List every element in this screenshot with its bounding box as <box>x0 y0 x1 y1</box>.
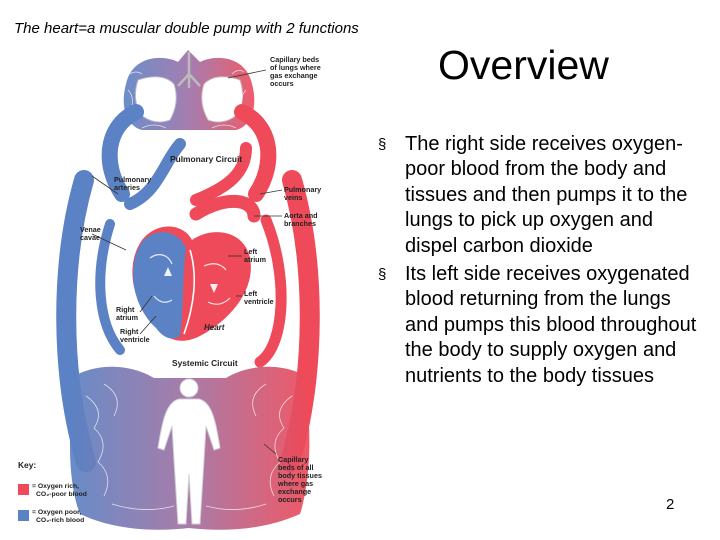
svg-text:Right atrium: Right atrium <box>116 305 138 322</box>
label-left-atrium-1: Left <box>244 247 258 256</box>
label-capillary-lungs-4: occurs <box>270 79 294 88</box>
bullet-list: § The right side receives oxygen-poor bl… <box>378 132 708 392</box>
human-figure <box>157 378 221 525</box>
label-right-ventricle-2: ventricle <box>120 335 150 344</box>
label-pulmonary-arteries-1: Pulmonary <box>114 175 151 184</box>
key-title: Key: <box>18 460 36 470</box>
circulation-diagram: Capillary beds of lungs where gas exchan… <box>18 50 324 530</box>
label-left-ventricle-1: Left <box>244 289 258 298</box>
label-capillary-body-5: exchange <box>278 487 311 496</box>
label-right-atrium-1: Right <box>116 305 135 314</box>
bullet-text: The right side receives oxygen-poor bloo… <box>405 133 688 257</box>
label-capillary-lungs-2: of lungs where <box>270 63 321 72</box>
svg-text:Capillary beds of lungs wh: Capillary beds of lungs where gas exchan… <box>270 55 323 88</box>
svg-text:Aorta and branches: Aorta and branches <box>284 211 320 228</box>
bullet-marker: § <box>378 266 387 284</box>
heart <box>132 226 251 341</box>
label-venae-cavae-1: Venae <box>80 225 101 234</box>
slide-title: Overview <box>438 42 609 88</box>
lung-capillary-bed <box>123 50 255 130</box>
key-swatch-oxygen-rich <box>18 484 29 495</box>
svg-text:Pulmonary veins: Pulmonary veins <box>284 185 323 202</box>
label-venae-cavae-2: cavae <box>80 233 100 242</box>
slide-header-title: The heart=a muscular double pump with 2 … <box>14 20 359 37</box>
label-capillary-lungs-3: gas exchange <box>270 71 318 80</box>
svg-text:Capillary beds of all: Capillary beds of all body tissues where… <box>277 455 324 504</box>
label-aorta-1: Aorta and <box>284 211 318 220</box>
label-leaders <box>91 69 283 455</box>
svg-text:Left atrium: Left atrium <box>244 247 266 264</box>
label-capillary-body-6: occurs <box>278 495 302 504</box>
svg-text:Venae cavae: Venae cavae <box>80 225 103 242</box>
label-left-ventricle-2: ventricle <box>244 297 274 306</box>
label-systemic-circuit: Systemic Circuit <box>172 358 238 368</box>
label-left-atrium-2: atrium <box>244 255 266 264</box>
key-oxygen-poor-line-1: = Oxygen poor, <box>32 509 81 516</box>
key-oxygen-rich-line-2: CO₂-poor blood <box>36 491 87 498</box>
svg-text:= Oxygen poor, CO₂-rich: = Oxygen poor, CO₂-rich blood <box>32 509 84 524</box>
svg-text:Left ventricle: Left ventricle <box>244 289 274 306</box>
svg-text:Right ventricle: Right ventricle <box>120 327 150 344</box>
label-capillary-body-2: beds of all <box>278 463 314 472</box>
bullet-marker: § <box>378 136 387 153</box>
key-oxygen-rich-line-1: = Oxygen rich, <box>32 483 79 490</box>
svg-text:= Oxygen rich, CO₂-poor: = Oxygen rich, CO₂-poor blood <box>32 483 87 498</box>
label-capillary-lungs-1: Capillary beds <box>270 55 319 64</box>
diagram-key: Key: = Oxygen rich, CO₂-poor blood = Oxy… <box>18 460 87 524</box>
label-capillary-body-3: body tissues <box>278 471 322 480</box>
pulmonary-vessels <box>101 104 277 210</box>
label-pulmonary-veins-2: veins <box>284 193 302 202</box>
label-heart: Heart <box>204 323 225 332</box>
label-right-ventricle-1: Right <box>120 327 139 336</box>
bullet-item: § Its left side receives oxygenated bloo… <box>378 262 708 389</box>
key-oxygen-poor-line-2: CO₂-rich blood <box>36 517 84 524</box>
label-pulmonary-circuit: Pulmonary Circuit <box>170 154 242 164</box>
label-pulmonary-arteries-2: arteries <box>114 183 140 192</box>
label-aorta-2: branches <box>284 219 316 228</box>
key-swatch-oxygen-poor <box>18 510 29 521</box>
label-capillary-body-1: Capillary <box>278 455 308 464</box>
page-number: 2 <box>666 496 675 513</box>
label-right-atrium-2: atrium <box>116 313 138 322</box>
bullet-item: § The right side receives oxygen-poor bl… <box>378 132 708 259</box>
svg-text:Pulmonary arteries: Pulmonary arteries <box>114 175 153 192</box>
label-capillary-body-4: where gas <box>277 479 313 488</box>
bullet-text: Its left side receives oxygenated blood … <box>405 263 697 387</box>
label-pulmonary-veins-1: Pulmonary <box>284 185 321 194</box>
